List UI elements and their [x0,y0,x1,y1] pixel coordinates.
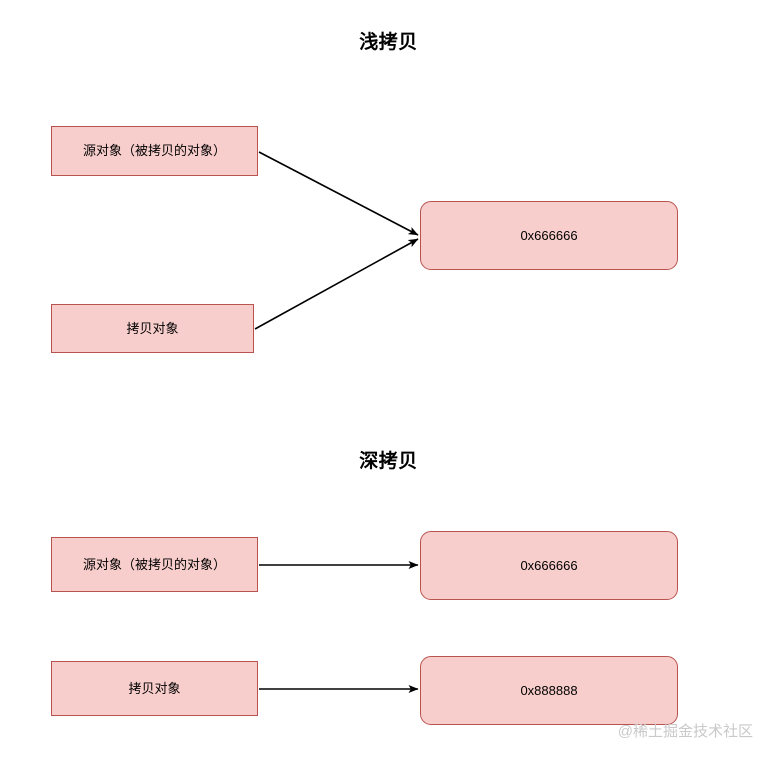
node-deep-address-source[interactable]: 0x666666 [420,531,678,600]
watermark-text: @稀土掘金技术社区 [617,723,753,740]
edge-shallow-source-to-address [258,151,419,236]
node-deep-source-object[interactable]: 源对象（被拷贝的对象） [51,537,258,592]
node-shallow-source-object[interactable]: 源对象（被拷贝的对象） [51,126,258,176]
edge-shallow-copy-to-address [254,238,419,330]
section-title-shallow-copy: 浅拷贝 [359,32,418,53]
node-deep-copy-object[interactable]: 拷贝对象 [51,661,258,716]
node-deep-address-copy[interactable]: 0x888888 [420,656,678,725]
node-shallow-address[interactable]: 0x666666 [420,201,678,270]
section-title-deep-copy: 深拷贝 [359,451,418,472]
node-shallow-copy-object[interactable]: 拷贝对象 [51,304,254,353]
